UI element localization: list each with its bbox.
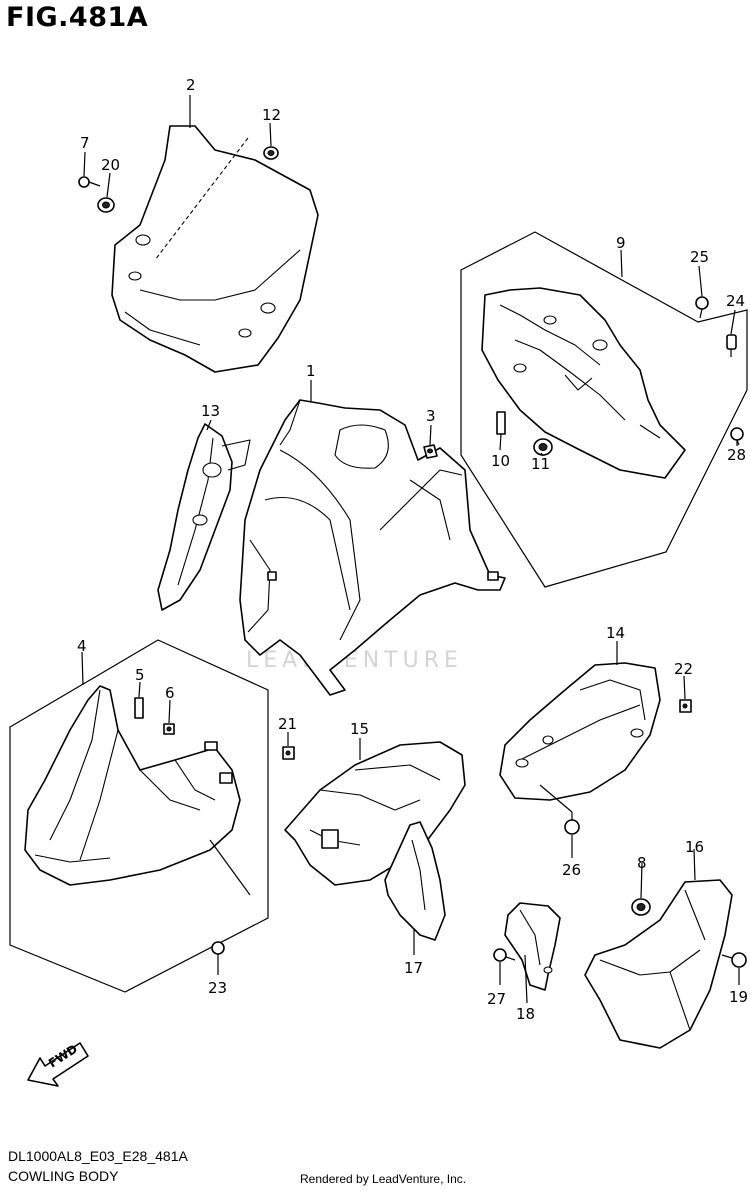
part-1-cowling-body <box>239 399 506 696</box>
callout-3: 3 <box>426 407 436 425</box>
leader-lines <box>81 95 740 1004</box>
section-name: COWLING BODY <box>8 1168 119 1184</box>
callout-labels: 2 12 7 20 1 3 13 9 25 24 28 10 11 4 5 6 … <box>77 76 748 1023</box>
callout-16: 16 <box>685 838 704 856</box>
part-12-grommet <box>263 146 279 160</box>
part-15-inner-panel <box>284 741 466 886</box>
part-28-clip <box>730 427 744 446</box>
part-9-panel <box>481 287 686 479</box>
watermark-text: LEADVENTURE <box>246 648 463 673</box>
part-8-nut <box>631 898 651 916</box>
callout-4: 4 <box>77 637 87 655</box>
assembly-box-9 <box>460 231 748 588</box>
part-16-side-cover <box>584 879 733 1049</box>
callout-22: 22 <box>674 660 693 678</box>
callout-9: 9 <box>616 234 626 252</box>
callout-17: 17 <box>404 959 423 977</box>
part-5-sticker <box>134 697 144 719</box>
render-credit: Rendered by LeadVenture, Inc. <box>300 1172 467 1186</box>
callout-23: 23 <box>208 979 227 997</box>
callout-25: 25 <box>690 248 709 266</box>
part-22-nut <box>679 699 692 713</box>
callout-12: 12 <box>262 106 281 124</box>
callout-27: 27 <box>487 990 506 1008</box>
part-19-screw <box>721 952 747 968</box>
part-11-grommet <box>533 438 553 456</box>
part-13-bracket <box>157 423 251 611</box>
callout-26: 26 <box>562 861 581 879</box>
callout-11: 11 <box>531 455 550 473</box>
part-2-windscreen <box>111 125 319 373</box>
part-14-right-panel <box>499 662 661 801</box>
callout-2: 2 <box>186 76 196 94</box>
callout-21: 21 <box>278 715 297 733</box>
fwd-arrow: FWD <box>27 1042 89 1087</box>
callout-13: 13 <box>201 402 220 420</box>
callout-7: 7 <box>80 134 90 152</box>
model-code: DL1000AL8_E03_E28_481A <box>8 1148 188 1164</box>
part-23-screw <box>211 941 225 962</box>
part-18-bracket <box>504 902 561 991</box>
callout-18: 18 <box>516 1005 535 1023</box>
part-7-screw <box>78 176 101 188</box>
callout-10: 10 <box>491 452 510 470</box>
callout-19: 19 <box>729 988 748 1006</box>
part-27-screw <box>493 948 516 962</box>
callout-8: 8 <box>637 854 647 872</box>
callout-14: 14 <box>606 624 625 642</box>
callout-28: 28 <box>727 446 746 464</box>
part-10-label <box>496 411 506 435</box>
callout-15: 15 <box>350 720 369 738</box>
callout-1: 1 <box>306 362 316 380</box>
callout-6: 6 <box>165 684 175 702</box>
part-6-nut <box>163 723 175 735</box>
part-24-screw <box>726 334 737 357</box>
figure-title: FIG.481A <box>6 2 149 33</box>
callout-24: 24 <box>726 292 745 310</box>
assembly-box-4 <box>9 639 269 993</box>
part-25-clip <box>695 296 709 319</box>
callout-20: 20 <box>101 156 120 174</box>
part-3-nut <box>423 444 438 459</box>
part-17-panel <box>384 821 446 941</box>
part-20-nut <box>97 197 115 213</box>
callout-5: 5 <box>135 666 145 684</box>
part-21-nut <box>282 746 295 760</box>
part-26-screw <box>564 812 580 835</box>
part-4-lower-cowl <box>24 685 241 886</box>
